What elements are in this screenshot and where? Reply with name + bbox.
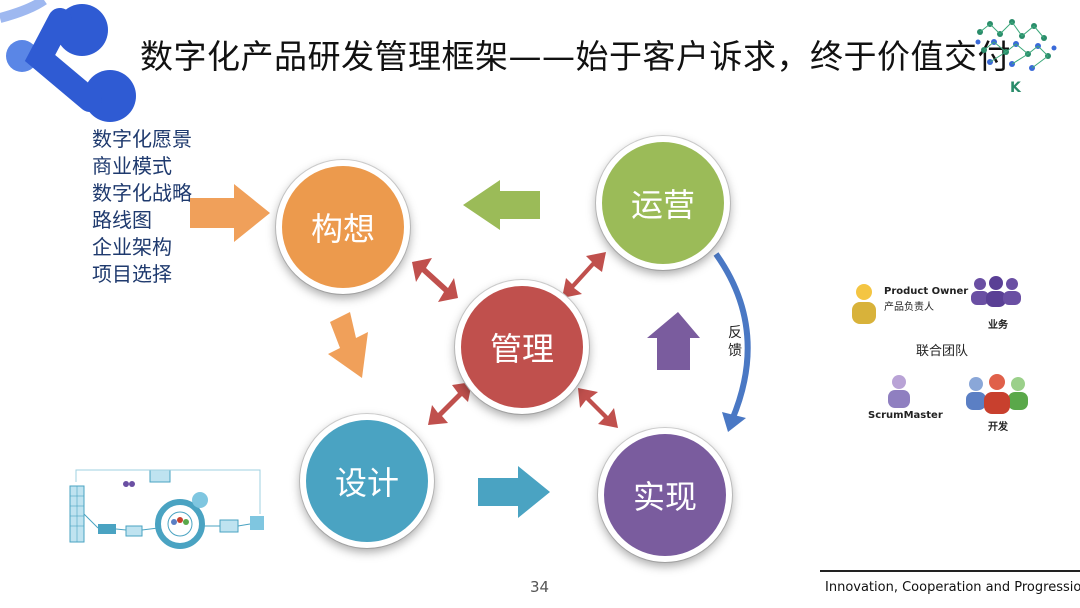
list-item: 数字化战略 (92, 181, 192, 205)
node-implement: 实现 (598, 428, 732, 562)
page-number: 34 (530, 578, 550, 596)
node-operate: 运营 (596, 136, 730, 270)
scrum-master-icon (888, 375, 910, 408)
vision-list: 数字化愿景 商业模式 数字化战略 路线图 企业架构 项目选择 (92, 126, 192, 288)
dev-label: 开发 (988, 422, 1008, 433)
business-group-icon (971, 276, 1021, 307)
team-caption: 联合团队 (916, 344, 969, 359)
manage-conceive-arrow (412, 258, 458, 302)
feedback-arrowhead (722, 412, 746, 432)
manage-operate-arrow (562, 252, 606, 298)
list-item: 项目选择 (92, 262, 172, 286)
decorative-logo (0, 0, 136, 122)
implement-to-operate-arrow (647, 312, 700, 370)
conceive-to-design-arrow (328, 312, 368, 378)
scrum-master-label: ScrumMaster (868, 410, 943, 421)
list-item: 商业模式 (92, 154, 172, 178)
dev-team-icon (966, 374, 1028, 414)
list-item: 企业架构 (92, 235, 172, 259)
svg-text:K: K (1010, 80, 1022, 96)
input-arrow (190, 184, 270, 242)
product-owner-cn-label: 产品负责人 (884, 302, 934, 313)
page-title: 数字化产品研发管理框架——始于客户诉求，终于价值交付 (140, 37, 1011, 76)
design-to-implement-arrow (478, 466, 550, 518)
list-item: 路线图 (92, 208, 152, 232)
node-conceive: 构想 (276, 160, 410, 294)
process-thumbnail (69, 469, 264, 549)
list-item: 数字化愿景 (92, 127, 192, 151)
feedback-curve (713, 252, 751, 422)
manage-design-arrow (428, 382, 472, 425)
operate-to-conceive-arrow (463, 180, 540, 230)
footer-slogan: Innovation, Cooperation and Progression (825, 580, 1080, 595)
manage-implement-arrow (578, 388, 618, 428)
feedback-label: 反 馈 (728, 325, 742, 359)
brand-logo-icon: K (975, 19, 1057, 96)
node-design: 设计 (300, 414, 434, 548)
product-owner-label: Product Owner (884, 286, 969, 297)
footer-divider (820, 570, 1080, 572)
node-manage: 管理 (455, 280, 589, 414)
business-label: 业务 (988, 320, 1008, 331)
product-owner-icon (852, 284, 876, 324)
